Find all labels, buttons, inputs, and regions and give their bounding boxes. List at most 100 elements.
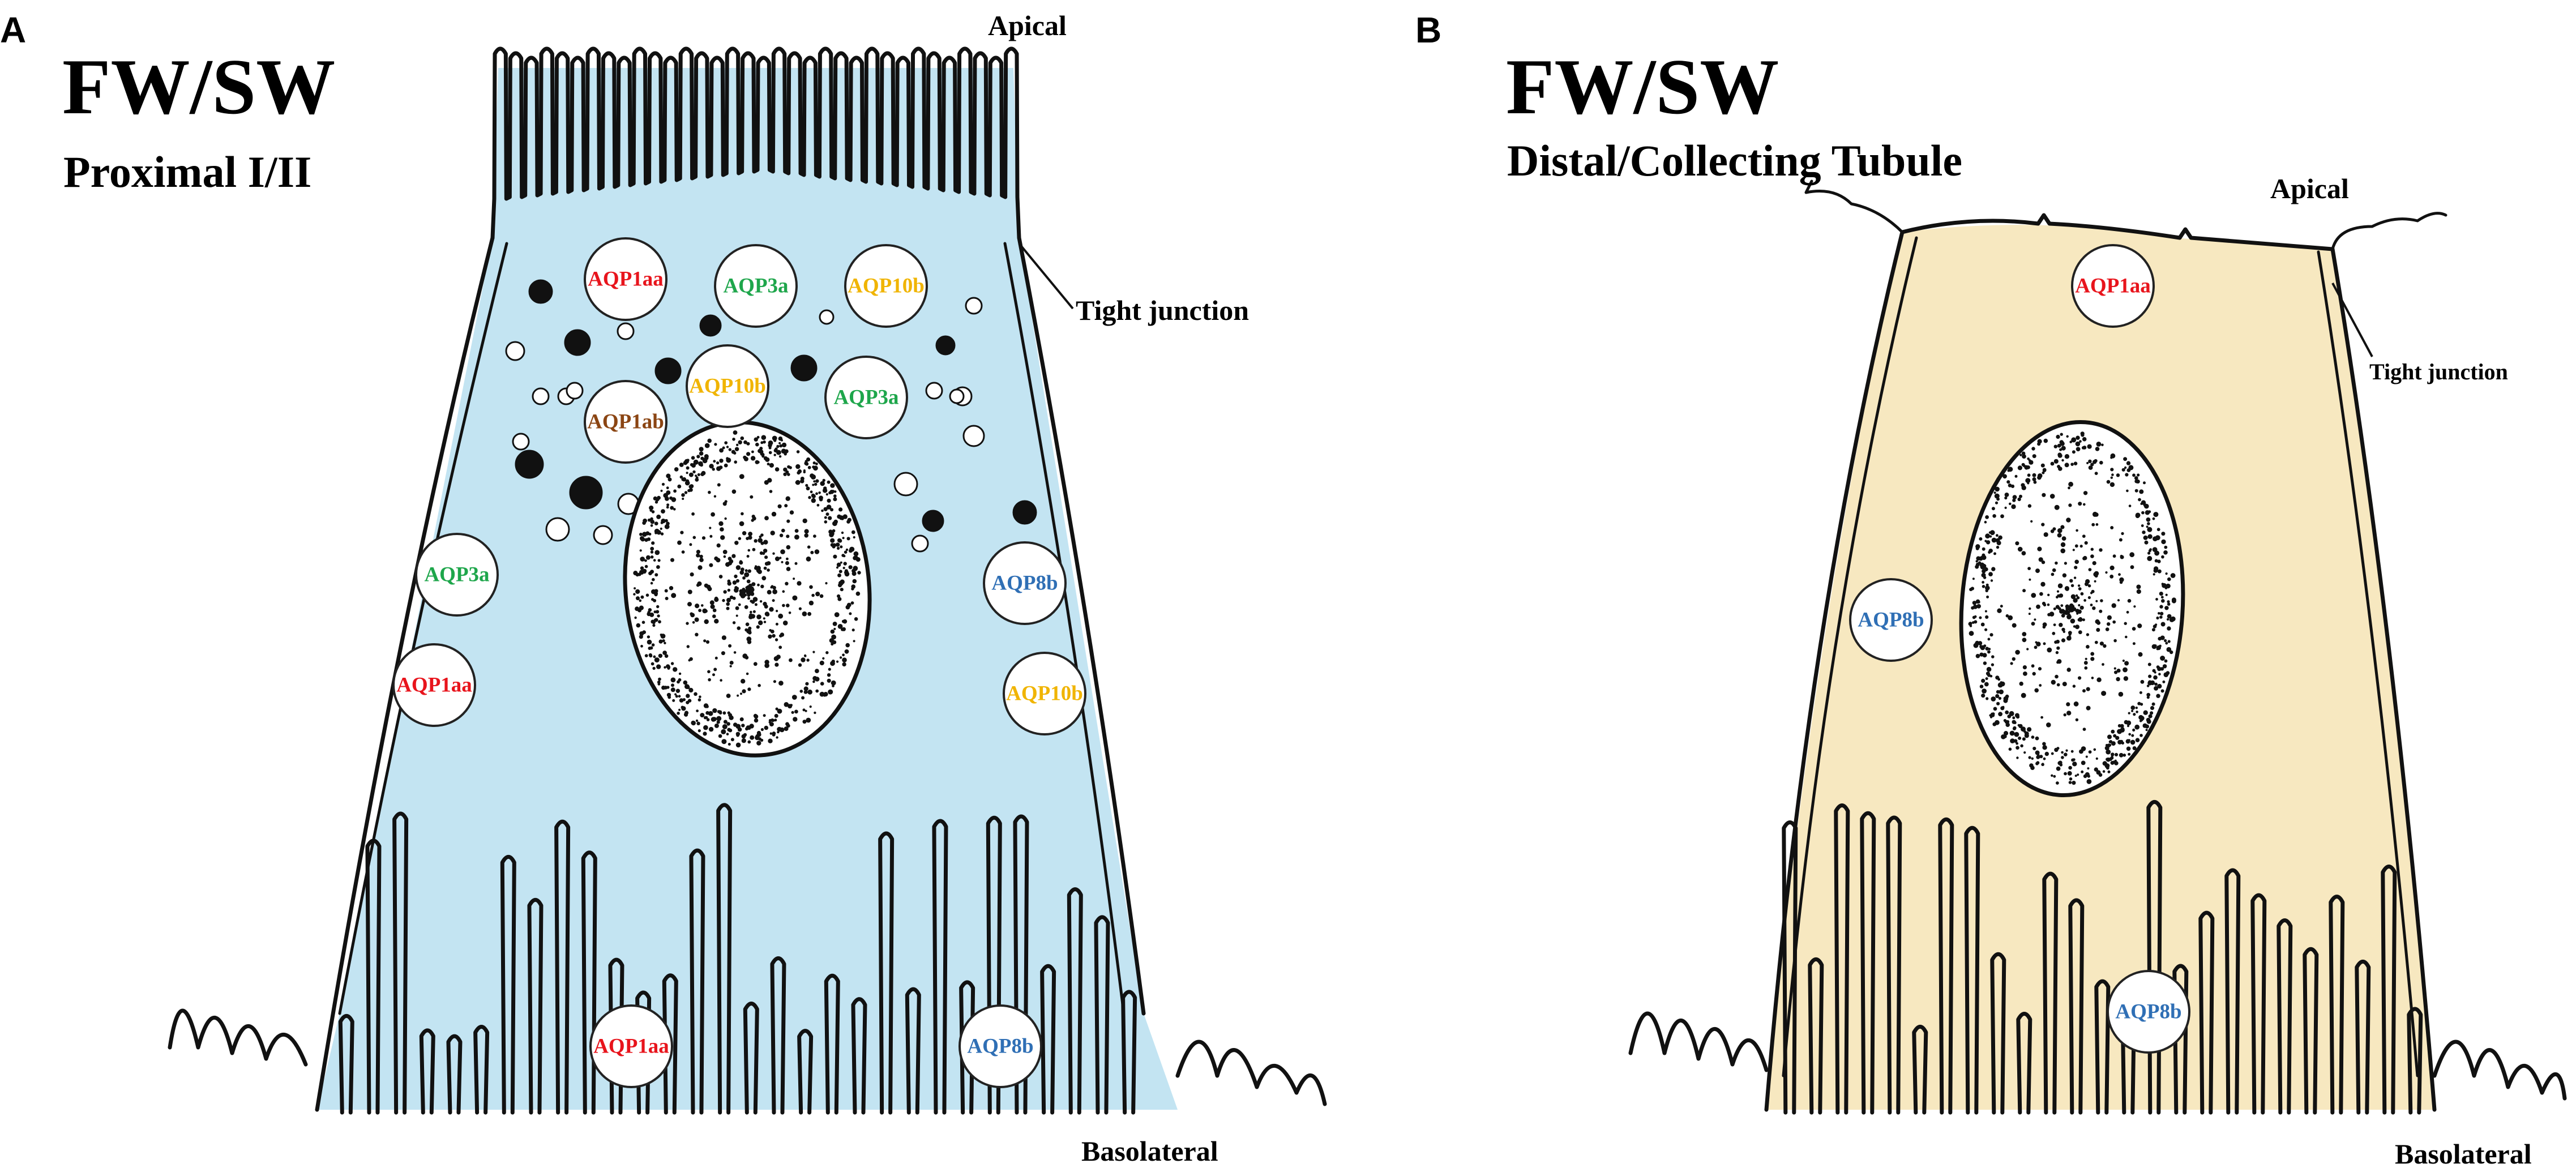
chromatin-dot xyxy=(786,534,790,538)
chromatin-dot xyxy=(2049,611,2055,617)
chromatin-dot xyxy=(747,569,752,573)
chromatin-dot xyxy=(2065,749,2068,752)
chromatin-dot xyxy=(2128,739,2130,742)
svg-text:AQP3a: AQP3a xyxy=(424,563,489,587)
chromatin-dot xyxy=(2075,718,2079,722)
chromatin-dot xyxy=(667,666,670,670)
chromatin-dot xyxy=(2022,665,2027,670)
chromatin-dot xyxy=(728,448,732,451)
chromatin-dot xyxy=(2010,738,2015,743)
chromatin-dot xyxy=(2082,534,2086,538)
chromatin-dot xyxy=(742,531,747,536)
infolding xyxy=(743,1002,759,1115)
chromatin-dot xyxy=(657,614,660,618)
chromatin-dot xyxy=(651,643,655,647)
dense-vesicle xyxy=(515,450,544,479)
chromatin-dot xyxy=(837,546,840,550)
infolding xyxy=(2172,964,2189,1115)
chromatin-dot xyxy=(735,565,741,570)
chromatin-dot xyxy=(642,630,646,634)
chromatin-dot xyxy=(699,554,703,559)
chromatin-dot xyxy=(2066,711,2072,716)
chromatin-dot xyxy=(704,609,708,613)
chromatin-dot xyxy=(772,435,777,441)
svg-text:AQP1aa: AQP1aa xyxy=(2075,275,2151,298)
chromatin-dot xyxy=(2000,605,2003,608)
chromatin-dot xyxy=(2165,572,2168,575)
chromatin-dot xyxy=(744,572,750,578)
chromatin-dot xyxy=(692,536,696,540)
chromatin-dot xyxy=(832,640,837,644)
svg-text:AQP8b: AQP8b xyxy=(1858,609,1924,632)
chromatin-dot xyxy=(670,677,676,683)
chromatin-dot xyxy=(712,614,716,618)
chromatin-dot xyxy=(2127,725,2129,728)
chromatin-dot xyxy=(2106,749,2111,755)
chromatin-dot xyxy=(1985,585,1990,591)
chromatin-dot xyxy=(656,565,660,569)
chromatin-dot xyxy=(743,455,747,460)
chromatin-dot xyxy=(2064,562,2067,565)
chromatin-dot xyxy=(797,581,802,586)
chromatin-dot xyxy=(768,718,772,722)
chromatin-dot xyxy=(1996,534,1999,537)
chromatin-dot xyxy=(2031,593,2036,598)
chromatin-dot xyxy=(2151,644,2157,649)
chromatin-dot xyxy=(754,437,758,442)
chromatin-dot xyxy=(2129,552,2135,558)
chromatin-dot xyxy=(779,444,783,448)
chromatin-dot xyxy=(722,446,725,450)
chromatin-dot xyxy=(2013,721,2017,725)
chromatin-dot xyxy=(2083,774,2087,779)
chromatin-dot xyxy=(634,616,637,619)
chromatin-dot xyxy=(2107,734,2112,739)
basolateral-infoldings-b xyxy=(1782,799,2423,1115)
chromatin-dot xyxy=(2076,596,2080,600)
chromatin-dot xyxy=(2123,667,2128,673)
chromatin-dot xyxy=(726,602,730,606)
chromatin-dot xyxy=(776,736,778,739)
chromatin-dot xyxy=(2134,489,2138,493)
chromatin-dot xyxy=(2047,647,2052,653)
chromatin-dot xyxy=(691,456,695,460)
chromatin-dot xyxy=(771,511,777,517)
chromatin-dot xyxy=(811,593,815,597)
chromatin-dot xyxy=(656,514,661,519)
chromatin-dot xyxy=(820,682,824,686)
chromatin-dot xyxy=(2004,493,2009,497)
chromatin-dot xyxy=(832,529,836,533)
chromatin-dot xyxy=(2102,663,2104,666)
chromatin-dot xyxy=(2016,742,2019,745)
chromatin-dot xyxy=(653,496,657,501)
chromatin-dot xyxy=(724,500,728,503)
chromatin-dot xyxy=(2105,571,2108,574)
chromatin-dot xyxy=(2085,755,2088,758)
chromatin-dot xyxy=(802,720,807,724)
chromatin-dot xyxy=(1999,689,2004,695)
chromatin-dot xyxy=(1985,615,1989,619)
chromatin-dot xyxy=(847,517,851,522)
chromatin-dot xyxy=(2037,475,2042,480)
tight-junction-pointer-b xyxy=(2331,283,2373,357)
chromatin-dot xyxy=(2012,657,2016,661)
chromatin-dot xyxy=(706,584,711,589)
chromatin-dot xyxy=(2167,640,2171,643)
chromatin-dot xyxy=(2101,691,2107,696)
chromatin-dot xyxy=(648,532,652,536)
chromatin-dot xyxy=(819,594,824,598)
chromatin-dot xyxy=(1993,707,1997,711)
chromatin-dot xyxy=(2032,473,2036,477)
chromatin-dot xyxy=(2068,503,2072,507)
chromatin-dot xyxy=(2066,668,2071,672)
chromatin-dot xyxy=(2030,765,2035,770)
chromatin-dot xyxy=(814,549,820,554)
chromatin-dot xyxy=(732,621,736,625)
chromatin-dot xyxy=(843,562,847,566)
chromatin-dot xyxy=(2099,641,2104,646)
chromatin-dot xyxy=(852,579,857,584)
chromatin-dot xyxy=(2060,525,2065,529)
chromatin-dot xyxy=(1986,595,1989,598)
apical-extension-right-b xyxy=(2331,212,2447,251)
chromatin-dot xyxy=(2033,480,2037,484)
chromatin-dot xyxy=(793,717,798,722)
